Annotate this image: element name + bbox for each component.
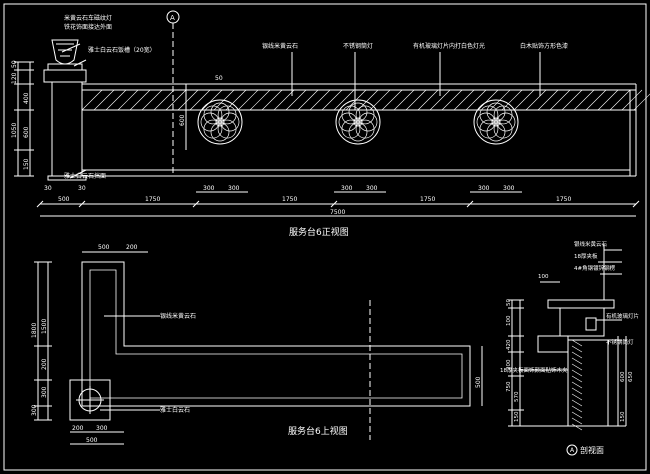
- dim-1750-b: 1750: [282, 196, 297, 203]
- top-label-stone: 银线米黄云石: [160, 312, 196, 320]
- side-label-6: 18厚夹板面饰颜面贴饰木夹: [500, 366, 568, 374]
- hatch-band: [81, 89, 650, 111]
- dim-500: 500: [58, 196, 70, 203]
- top-label-white: 雅士白云石: [160, 406, 190, 414]
- side-dim-570: 570: [514, 391, 520, 402]
- side-dim-420: 420: [506, 339, 512, 350]
- callout-leaders: [61, 43, 541, 179]
- side-dim-750: 750: [506, 381, 512, 392]
- top-dim-300-left-b: 300: [31, 404, 38, 416]
- dim-30-a: 30: [44, 185, 52, 192]
- dim-1750-a: 1750: [145, 196, 160, 203]
- callout-4: 白木贴饰方形色漆: [520, 42, 568, 50]
- section-marker-label: A: [170, 14, 175, 22]
- side-view: [508, 244, 627, 456]
- front-left-dims: [14, 61, 187, 177]
- side-dim-600: 600: [620, 371, 626, 382]
- top-dim-300-left-a: 300: [41, 386, 48, 398]
- side-dim-200: 200: [506, 359, 512, 370]
- dim-left-50: 50: [11, 60, 18, 68]
- rosette-icon: [473, 99, 519, 145]
- label-vase2: 铁花饰面接达外面: [64, 23, 112, 31]
- dim-300-d: 300: [366, 185, 378, 192]
- front-view-title: 服务台6正视图: [289, 226, 349, 238]
- dim-30-b: 30: [78, 185, 86, 192]
- pedestal-base: [47, 175, 87, 181]
- side-dim-650: 650: [628, 371, 634, 382]
- rosette-icon: [197, 99, 243, 145]
- side-label-4: 有机玻璃灯片: [606, 312, 639, 320]
- side-label-3: 4#角钢镀锌钢楞: [574, 264, 616, 272]
- front-dims: [36, 191, 640, 217]
- callout-2: 不锈钢筒灯: [343, 42, 373, 50]
- dim-left-600: 600: [23, 126, 30, 138]
- top-dim-1800: 1800: [31, 323, 38, 338]
- top-dim-1500: 1500: [41, 319, 48, 334]
- dim-left-400: 400: [23, 92, 30, 104]
- callout-3: 有机玻璃灯片内打白色灯光: [413, 42, 485, 50]
- dim-inner-50: 50: [215, 75, 223, 82]
- dim-left-1050: 1050: [11, 123, 18, 138]
- side-label-2: 18厚夹板: [574, 252, 598, 260]
- label-pedestal-top: 雅士白云石饭槽（20宽）: [88, 46, 156, 54]
- top-dim-right-500: 500: [475, 376, 482, 388]
- dim-left-120: 120: [11, 72, 18, 84]
- side-label-1: 银线米黄云石: [574, 240, 608, 248]
- side-dim-100: 100: [538, 274, 549, 280]
- dim-300-e: 300: [478, 185, 490, 192]
- side-view-title: 剖视面: [580, 445, 604, 455]
- side-dim-100-left: 100: [506, 315, 512, 326]
- top-dim-200-left: 200: [41, 358, 48, 370]
- label-pedestal-base: 雅士白云石挡面: [64, 172, 106, 180]
- drawing-frame: [3, 3, 647, 471]
- dim-inner-600: 600: [179, 114, 186, 126]
- dim-300-a: 300: [203, 185, 215, 192]
- side-marker: A: [570, 447, 575, 454]
- top-dim-500: 500: [98, 244, 110, 251]
- dim-300-f: 300: [503, 185, 515, 192]
- dim-1750-c: 1750: [420, 196, 435, 203]
- rosette-icon: [335, 99, 381, 145]
- top-view: [34, 251, 483, 445]
- rosette-group: [197, 99, 519, 145]
- dim-300-c: 300: [341, 185, 353, 192]
- label-vase: 米黄云石车磁纹灯: [64, 14, 112, 22]
- side-dim-50: 50: [506, 299, 512, 306]
- side-label-5: 不锈钢筒灯: [606, 338, 634, 346]
- top-dim-b500: 500: [86, 437, 98, 444]
- dim-1750-d: 1750: [556, 196, 571, 203]
- side-dim-150-right: 150: [620, 411, 626, 422]
- dim-300-b: 300: [228, 185, 240, 192]
- top-dim-b200: 200: [72, 425, 84, 432]
- dim-total: 7500: [330, 209, 345, 216]
- top-dim-b300: 300: [96, 425, 108, 432]
- top-view-title: 服务台6上视图: [288, 425, 348, 437]
- callout-1: 银线米黄云石: [262, 42, 298, 50]
- side-dim-150: 150: [514, 411, 520, 422]
- front-view: [14, 10, 650, 217]
- dim-left-150: 150: [23, 158, 30, 170]
- top-dim-200: 200: [126, 244, 138, 251]
